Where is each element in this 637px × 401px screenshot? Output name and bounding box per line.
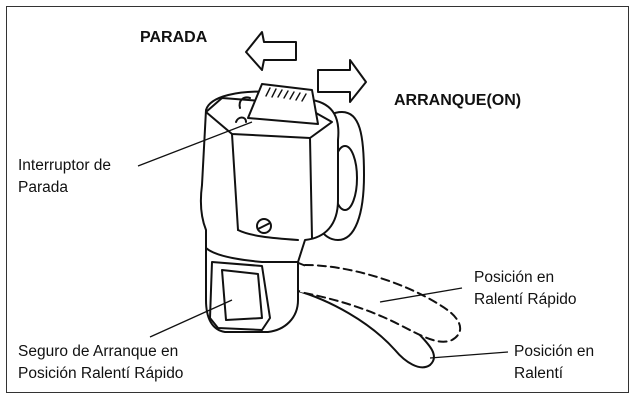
leader-seguro — [149, 299, 233, 338]
label-interruptor-line2: Parada — [18, 179, 68, 196]
kill-switch-knob — [247, 83, 319, 125]
label-ralenti-rapido-line1: Posición en — [474, 269, 555, 286]
parada-arrow-icon — [245, 31, 297, 71]
label-interruptor-line1: Interruptor de — [18, 157, 112, 174]
leader-ralenti-rapido — [379, 287, 463, 303]
label-ralenti-line2: Ralentí — [514, 365, 564, 382]
start-lock-button — [221, 269, 263, 321]
leader-interruptor — [137, 121, 253, 167]
label-seguro-line2: Posición Ralentí Rápido — [18, 365, 184, 382]
label-ralenti-rapido-line2: Ralentí Rápido — [474, 291, 577, 308]
label-ralenti-line1: Posición en — [514, 343, 595, 360]
throttle-lever-fast-idle — [299, 264, 462, 343]
label-parada: PARADA — [140, 29, 208, 46]
label-seguro-line1: Seguro de Arranque en — [18, 343, 179, 360]
label-arranque-on: ARRANQUE(ON) — [394, 92, 522, 109]
leader-ralenti — [429, 351, 509, 359]
arranque-arrow-icon — [317, 59, 367, 103]
